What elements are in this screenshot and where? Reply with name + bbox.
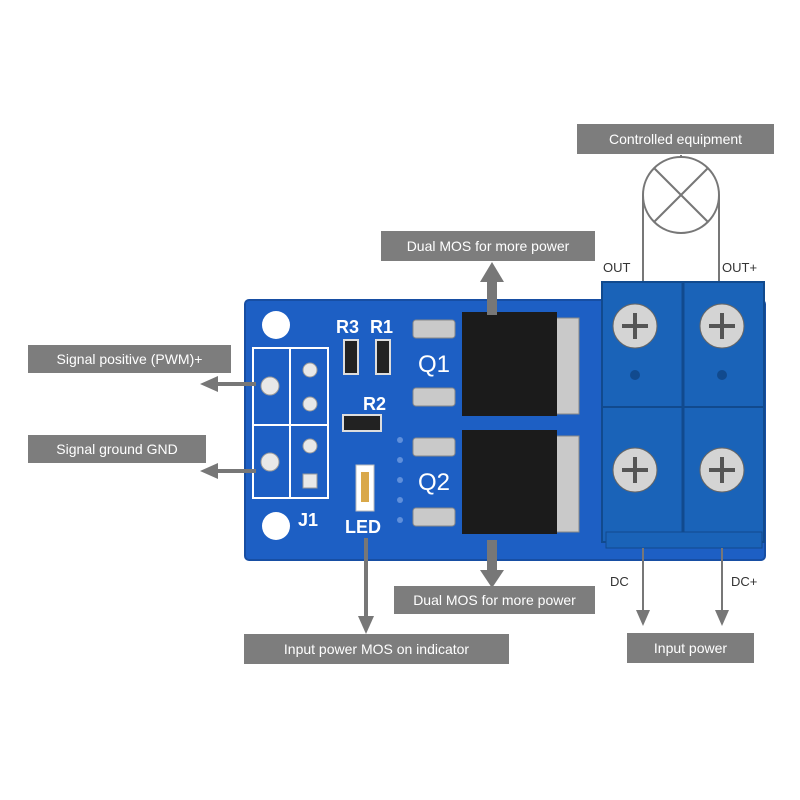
arrow-signal-positive xyxy=(200,376,256,392)
arrow-dc-plus xyxy=(715,548,729,626)
arrow-led-indicator xyxy=(358,538,374,634)
silk-r3: R3 xyxy=(336,317,359,337)
lamp-symbol xyxy=(642,155,720,285)
mounting-hole xyxy=(262,512,290,540)
resistor-r2 xyxy=(342,414,382,432)
terminal-block-dc xyxy=(601,406,765,549)
resistor-r1 xyxy=(375,339,391,375)
label-dc: DC xyxy=(610,574,629,589)
callout-led-indicator: Input power MOS on indicator xyxy=(244,634,509,664)
label-dc-plus: DC+ xyxy=(731,574,758,589)
callout-signal-ground: Signal ground GND xyxy=(28,435,206,463)
mosfet-q2 xyxy=(412,430,580,534)
mosfet-q1 xyxy=(412,312,580,416)
arrow-signal-ground xyxy=(200,463,256,479)
callout-dual-mos-bottom: Dual MOS for more power xyxy=(394,586,595,614)
silk-q2: Q2 xyxy=(418,469,450,496)
arrow-dc-minus xyxy=(636,548,650,626)
callout-signal-positive: Signal positive (PWM)+ xyxy=(28,345,231,373)
label-out: OUT xyxy=(603,260,631,275)
arrow-dual-mos-top xyxy=(480,262,504,315)
mounting-hole xyxy=(262,311,290,339)
label-out-plus: OUT+ xyxy=(722,260,758,275)
resistor-r3 xyxy=(343,339,359,375)
silk-led: LED xyxy=(345,517,381,537)
callout-controlled-equipment: Controlled equipment xyxy=(577,124,774,154)
terminal-block-out xyxy=(601,281,765,408)
callout-input-power: Input power xyxy=(627,633,754,663)
silk-r2: R2 xyxy=(363,394,386,414)
header-j1 xyxy=(252,347,329,499)
silk-j1: J1 xyxy=(298,510,318,530)
callout-dual-mos-top: Dual MOS for more power xyxy=(381,231,595,261)
arrow-dual-mos-bottom xyxy=(480,540,504,588)
silk-q1: Q1 xyxy=(418,351,450,378)
silk-r1: R1 xyxy=(370,317,393,337)
